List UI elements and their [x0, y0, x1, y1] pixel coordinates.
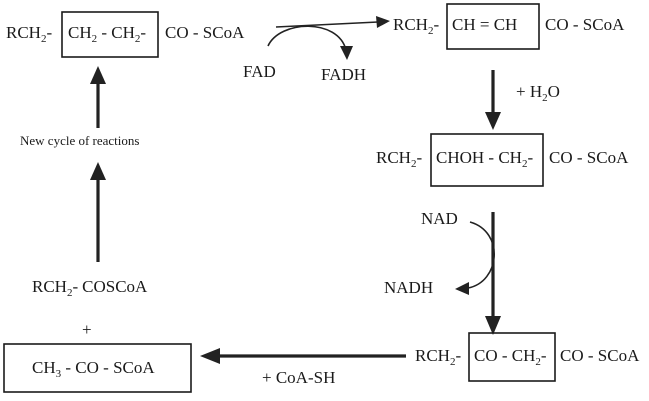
svg-text:RCH2-COSCoA: RCH2-COSCoA: [32, 277, 148, 299]
svg-text:+ H2O: + H2O: [516, 82, 560, 104]
arrow-hydration: + H2O: [485, 70, 560, 130]
svg-text:RCH2-: RCH2-: [6, 23, 52, 45]
box-hydroxyacyl-coa: [430, 133, 544, 187]
label-coash: + CoA-SH: [262, 368, 335, 387]
compound-acyl-coa: RCH2- CH2 - CH2- CO - SCoA: [6, 11, 245, 58]
box-enoyl-coa: [446, 3, 540, 50]
arrow-new-cycle: New cycle of reactions: [20, 66, 139, 262]
compound-hydroxyacyl-coa: RCH2- CHOH - CH2- CO - SCoA: [376, 133, 629, 187]
compound-shortened-acyl-coa: RCH2-COSCoA: [32, 277, 148, 299]
svg-text:CO - SCoA: CO - SCoA: [165, 23, 245, 42]
box-acyl-coa: [61, 11, 159, 58]
svg-text:CO - SCoA: CO - SCoA: [560, 346, 640, 365]
compound-ketoacyl-coa: RCH2- CO - CH2- CO - SCoA: [415, 332, 640, 382]
svg-text:CH2 - CH2-: CH2 - CH2-: [68, 23, 146, 45]
label-new-cycle: New cycle of reactions: [20, 133, 139, 148]
label-nad: NAD: [421, 209, 458, 228]
svg-text:CH3 - CO - SCoA: CH3 - CO - SCoA: [32, 358, 155, 380]
svg-text:RCH2-: RCH2-: [393, 15, 439, 37]
compound-acetyl-coa: CH3 - CO - SCoA: [3, 343, 192, 393]
box-ketoacyl-coa: [468, 332, 556, 382]
plus-sign: +: [82, 320, 92, 339]
label-water: + H: [516, 82, 542, 101]
arrow-oxidation: NAD NADH: [384, 209, 501, 335]
label-fad: FAD: [243, 62, 276, 81]
label-fadh: FADH: [321, 65, 366, 84]
svg-text:CO - SCoA: CO - SCoA: [545, 15, 625, 34]
svg-text:CHOH - CH2-: CHOH - CH2-: [436, 148, 533, 170]
svg-text:CO - SCoA: CO - SCoA: [549, 148, 629, 167]
svg-text:RCH2-: RCH2-: [376, 148, 422, 170]
svg-text:CO - CH2-: CO - CH2-: [474, 346, 547, 368]
arrow-thiolysis: + CoA-SH: [200, 348, 406, 387]
box-acetyl-coa: [3, 343, 192, 393]
svg-text:RCH2-: RCH2-: [415, 346, 461, 368]
compound-enoyl-coa: RCH2- CH = CH CO - SCoA: [393, 3, 625, 50]
svg-text:CH = CH: CH = CH: [452, 15, 517, 34]
arrow-dehydrogenation: FAD FADH: [243, 16, 390, 84]
label-nadh: NADH: [384, 278, 433, 297]
